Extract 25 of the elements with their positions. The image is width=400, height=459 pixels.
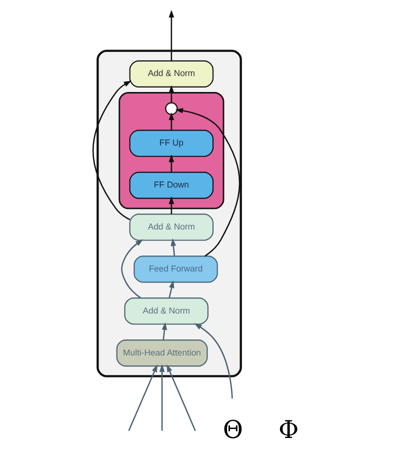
arrow: [175, 108, 240, 257]
arrow: [168, 85, 174, 103]
node-circle: [165, 102, 178, 115]
arrow: [92, 80, 132, 220]
label: Θ: [222, 414, 243, 444]
arrow: [168, 196, 174, 214]
arrow: [168, 154, 174, 172]
arrow: [162, 322, 168, 340]
label: Φ: [278, 414, 299, 444]
node-box: FF Down: [129, 172, 214, 199]
node-box: Multi-Head Attention: [116, 340, 208, 367]
arrow: [128, 364, 158, 431]
arrow: [121, 239, 144, 299]
node-box: FF Up: [129, 130, 214, 157]
arrow: [168, 112, 174, 130]
arrow: [168, 280, 174, 298]
arrow: [159, 364, 165, 431]
arrow: [170, 238, 176, 256]
node-box: Add & Norm: [124, 298, 208, 325]
node-box: Add & Norm: [129, 214, 214, 241]
arrow: [168, 10, 174, 61]
node-box: Add & Norm: [129, 60, 214, 88]
arrow: [166, 364, 196, 431]
arrow: [194, 323, 233, 399]
node-box: Feed Forward: [134, 256, 218, 283]
